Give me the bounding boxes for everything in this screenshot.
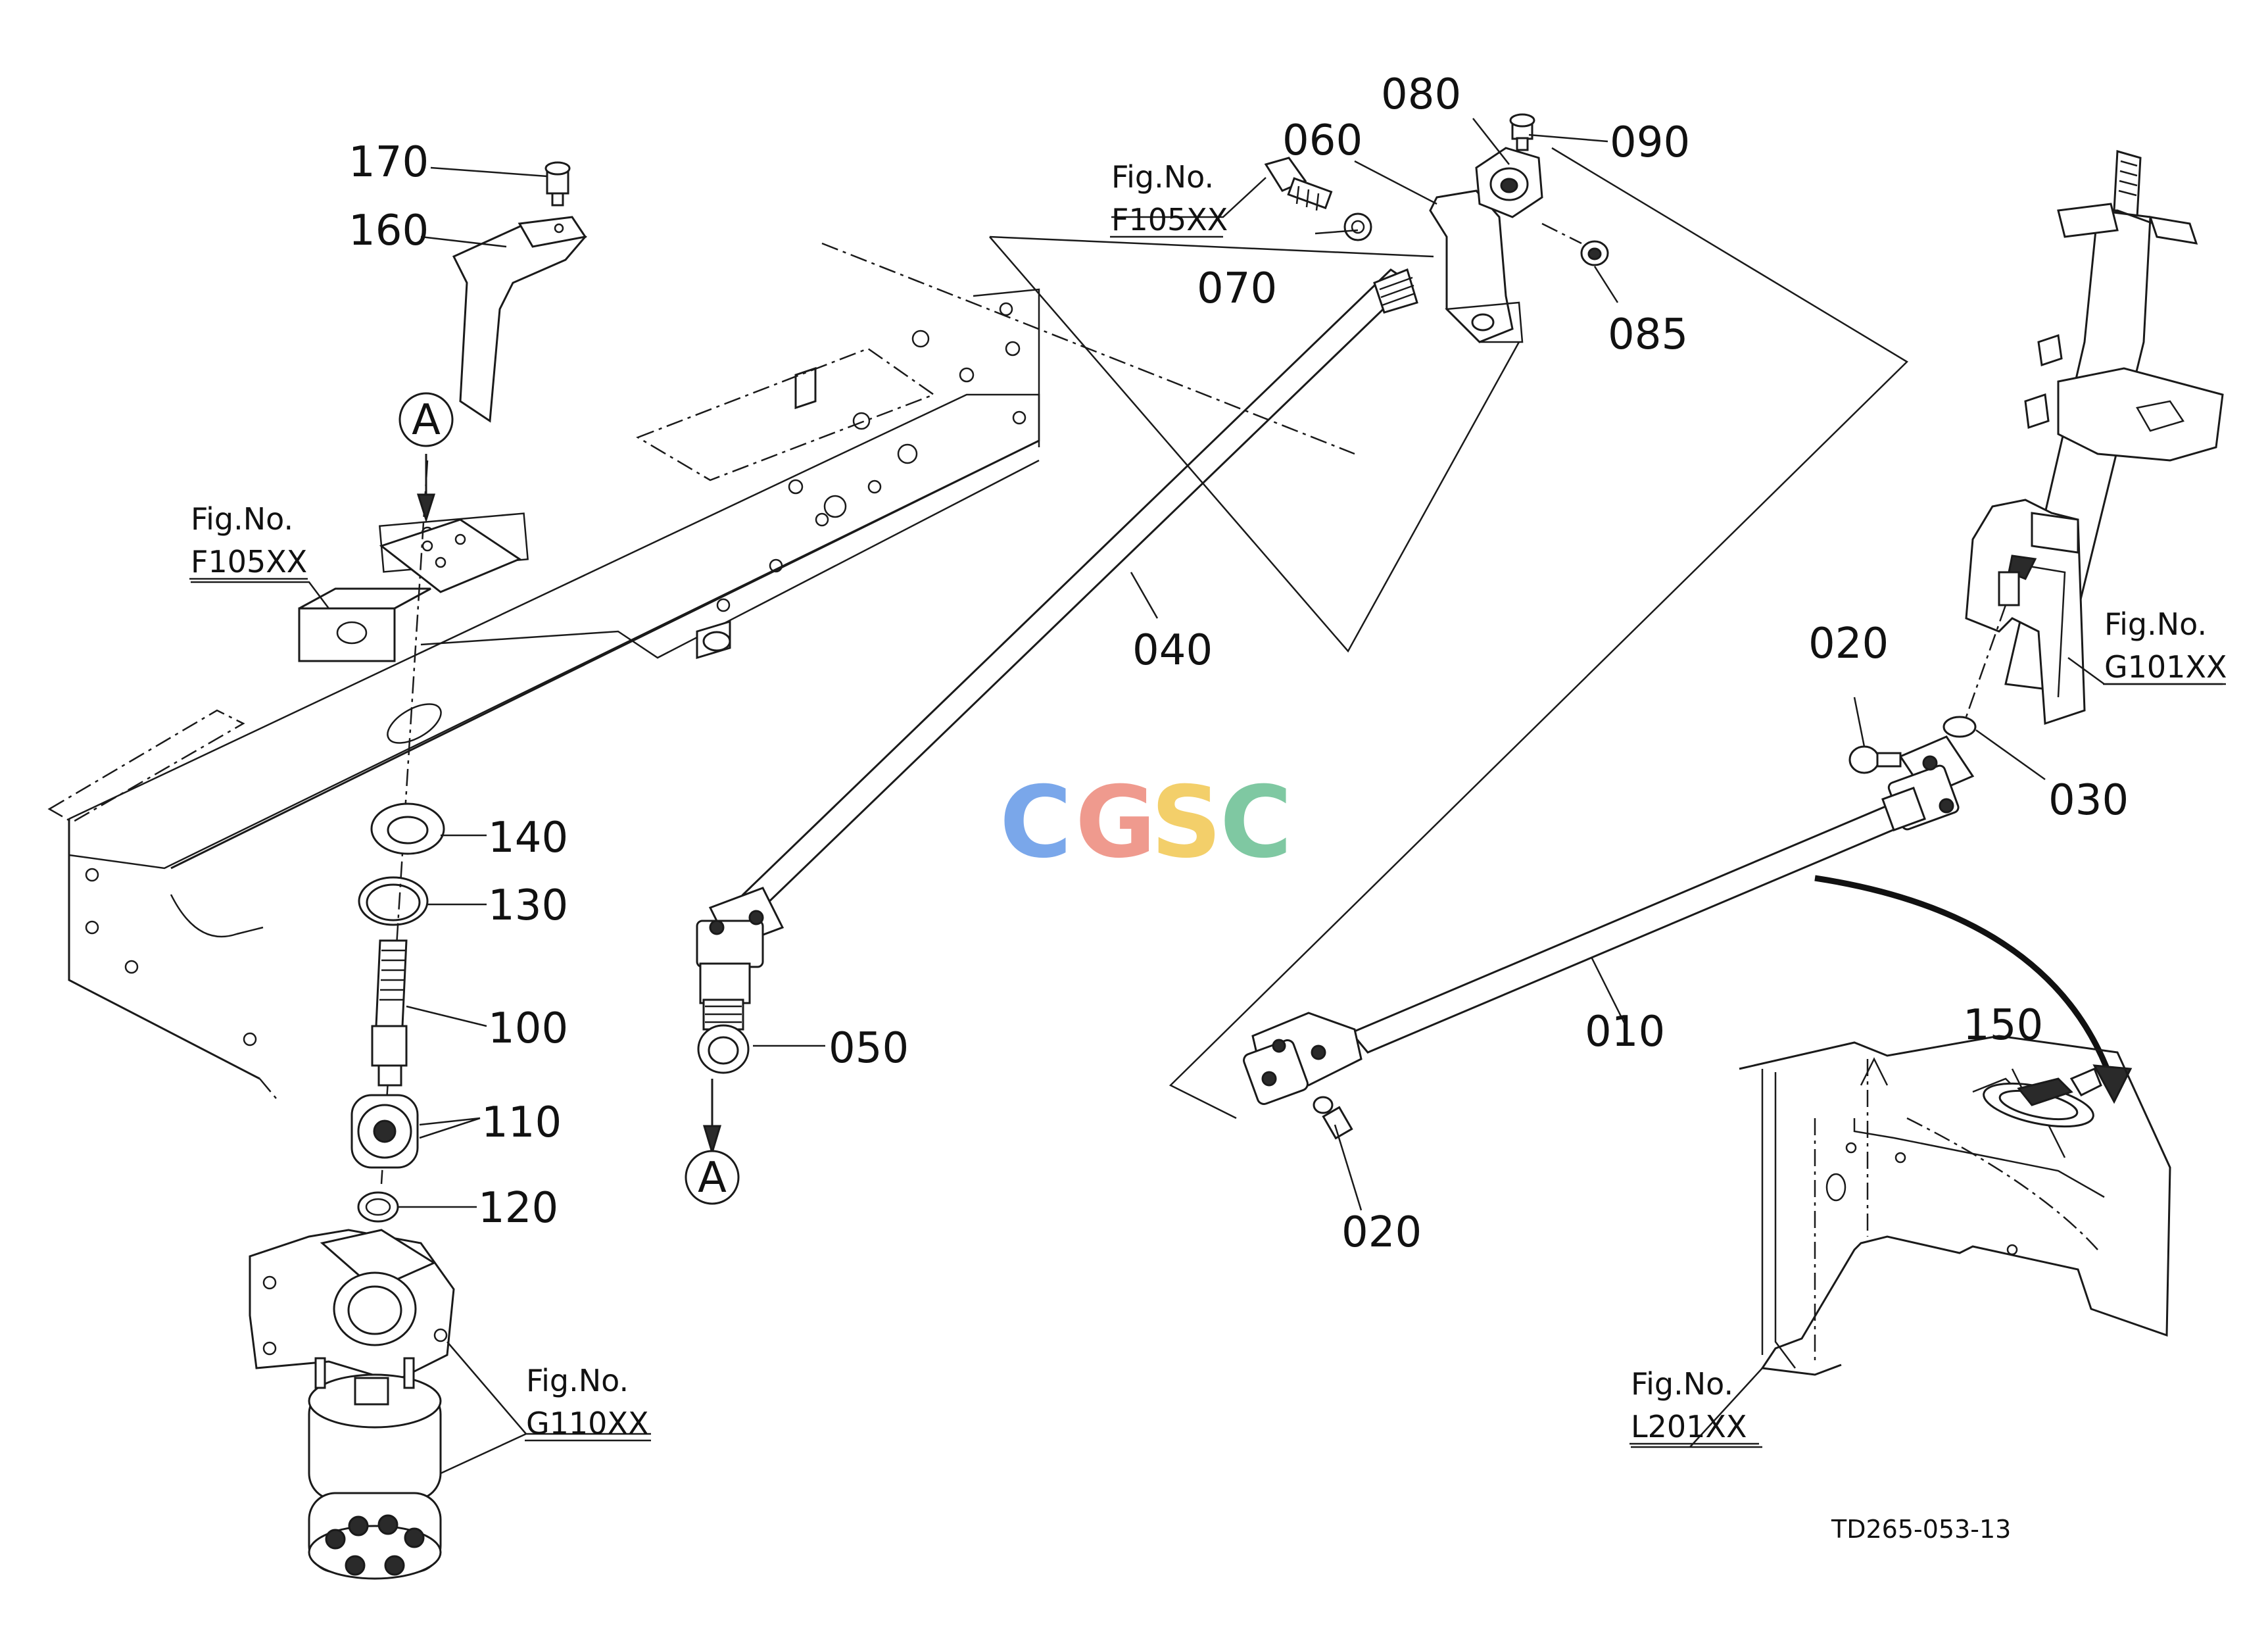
callout-020-upper: 020	[1808, 620, 1889, 668]
snap-ring-130	[358, 876, 429, 926]
svg-text:Fig.No.: Fig.No.	[1111, 159, 1214, 195]
svg-text:A: A	[698, 1154, 727, 1202]
watermark-logo: C G S C	[1000, 766, 1292, 880]
callout-140: 140	[488, 814, 568, 862]
svg-text:Fig.No.: Fig.No.	[526, 1363, 629, 1398]
connection-marker-lower: A	[685, 1150, 740, 1205]
svg-text:Fig.No.: Fig.No.	[2104, 606, 2207, 642]
callout-170: 170	[349, 138, 429, 187]
floor-panel	[1739, 1035, 2171, 1376]
svg-text:G110XX: G110XX	[526, 1406, 648, 1441]
callout-110: 110	[481, 1098, 562, 1147]
bracket-160	[452, 222, 587, 423]
callout-150: 150	[1963, 1001, 2043, 1050]
callout-160: 160	[349, 207, 429, 255]
universal-joint-upper	[1881, 735, 1975, 831]
orbitrol-unit	[308, 1357, 442, 1580]
bolt-020-lower	[1313, 1096, 1353, 1140]
callout-040: 040	[1132, 626, 1213, 675]
svg-text:L201XX: L201XX	[1631, 1409, 1747, 1444]
bolt-020-upper	[1848, 745, 1902, 774]
connection-marker-upper: A	[398, 392, 454, 447]
universal-joint-lower	[1243, 1012, 1363, 1105]
seal-140	[370, 802, 445, 855]
figure-reference-bottom-right: Fig.No. L201XX	[1629, 1366, 1759, 1445]
callout-050: 050	[829, 1024, 909, 1073]
steering-column	[1942, 150, 2224, 738]
bolt-170	[544, 161, 571, 207]
universal-joint-040	[696, 887, 784, 1031]
callout-020-lower: 020	[1341, 1208, 1422, 1257]
callout-090: 090	[1610, 118, 1690, 167]
bolt-070	[1264, 157, 1372, 241]
steering-shaft-010	[1243, 735, 2133, 1140]
svg-text:Fig.No.: Fig.No.	[191, 501, 293, 537]
figure-reference-right: Fig.No. G101XX	[2103, 606, 2227, 685]
watermark-letter: G	[1075, 766, 1156, 880]
watermark-letter: S	[1151, 766, 1222, 880]
callout-010: 010	[1585, 1008, 1665, 1056]
shaft-100	[371, 939, 408, 1087]
figure-reference-bottom-left: Fig.No. G110XX	[525, 1363, 651, 1442]
nut-085	[1580, 240, 1609, 266]
nut-050	[697, 1024, 750, 1074]
callout-030: 030	[2048, 776, 2129, 825]
frame-assembly	[47, 288, 1040, 1099]
bracket-060	[1429, 189, 1524, 343]
flange-080	[1475, 147, 1543, 218]
svg-text:G101XX: G101XX	[2104, 649, 2227, 685]
svg-text:A: A	[412, 396, 441, 445]
callout-070: 070	[1197, 264, 1277, 313]
drawing-code: TD265-053-13	[1831, 1515, 2011, 1544]
figure-reference-top: Fig.No. F105XX	[1110, 159, 1228, 238]
part-callouts: 170 160 140 130 100 110 120 050 040 070 …	[349, 70, 2129, 1257]
washer-030	[1942, 716, 1977, 738]
callout-085: 085	[1608, 310, 1688, 359]
top-bracket-group	[989, 113, 1909, 1119]
svg-text:F105XX: F105XX	[1111, 202, 1228, 237]
callout-130: 130	[488, 881, 568, 930]
steering-housing	[249, 1229, 455, 1383]
svg-text:Fig.No.: Fig.No.	[1631, 1366, 1733, 1402]
ring-120	[357, 1191, 399, 1223]
boot-150	[1983, 1068, 2102, 1128]
svg-text:F105XX: F105XX	[191, 544, 307, 579]
callout-100: 100	[488, 1004, 568, 1053]
callout-060: 060	[1282, 116, 1363, 165]
watermark-letter: C	[1220, 766, 1292, 880]
bolt-090	[1509, 113, 1535, 151]
figure-reference-left: Fig.No. F105XX	[189, 501, 308, 580]
callout-120: 120	[478, 1184, 558, 1233]
watermark-letter: C	[1000, 766, 1072, 880]
bearing-110	[350, 1094, 419, 1169]
steering-shaft-040	[696, 242, 1418, 1156]
left-shaft-stack	[249, 161, 587, 1580]
callout-080: 080	[1381, 70, 1461, 119]
